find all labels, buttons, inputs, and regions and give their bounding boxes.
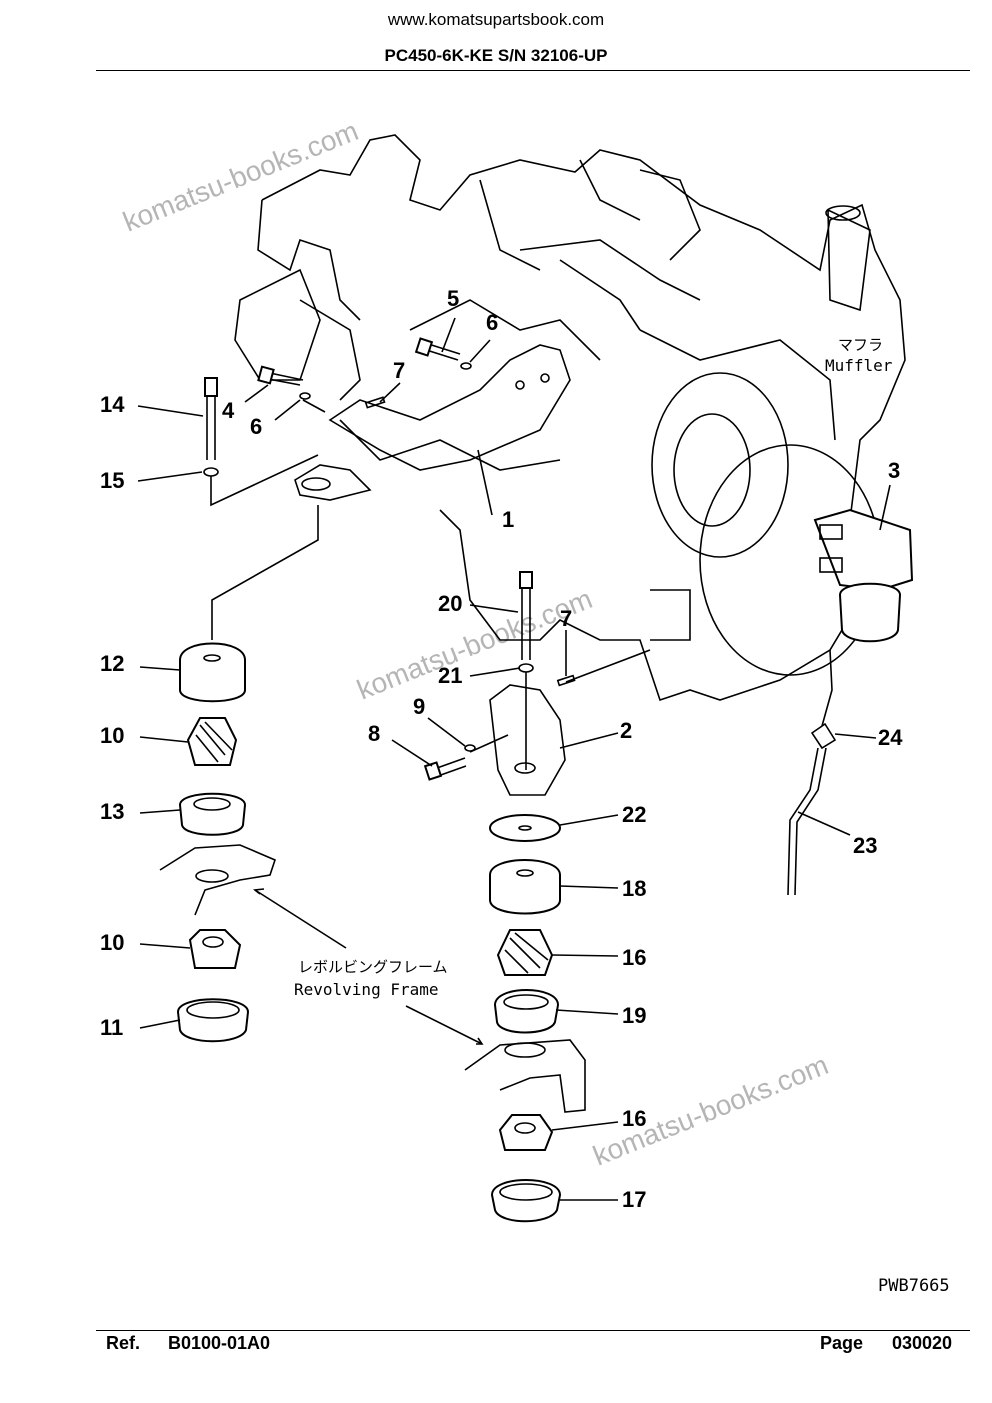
callout-12: 12 <box>100 651 124 676</box>
muffler-label-jp: マフラ <box>838 336 883 354</box>
callout-20: 20 <box>438 591 462 616</box>
callout-6: 6 <box>250 414 262 439</box>
fasteners <box>203 337 576 781</box>
model-title: PC450-6K-KE S/N 32106-UP <box>384 46 608 65</box>
leader-lines <box>137 317 891 1201</box>
left-mount-stack <box>159 642 276 1043</box>
callout-3: 3 <box>888 458 900 483</box>
ref-value: B0100-01A0 <box>168 1333 271 1353</box>
callout-14: 14 <box>100 392 125 417</box>
rear-bracket <box>489 684 566 796</box>
callout-17: 17 <box>622 1187 646 1212</box>
site-url: www.komatsupartsbook.com <box>387 10 605 29</box>
callout-13: 13 <box>100 799 124 824</box>
callout-4: 4 <box>222 398 235 423</box>
footer-divider <box>96 1330 970 1331</box>
frame-label-jp: レボルビングフレーム <box>298 958 448 976</box>
callout-10: 10 <box>100 930 124 955</box>
callout-22: 22 <box>622 802 646 827</box>
callout-7: 7 <box>393 358 405 383</box>
ref-label: Ref. <box>106 1333 141 1353</box>
page-value: 030020 <box>892 1333 953 1353</box>
right-mount-stack <box>464 814 586 1223</box>
callout-16: 16 <box>622 1106 646 1131</box>
watermark: komatsu-books.com <box>353 583 597 706</box>
header-divider <box>96 70 970 71</box>
callout-10: 10 <box>100 723 124 748</box>
part-labels: マフラ Muffler レボルビングフレーム Revolving Frame P… <box>294 336 950 1296</box>
watermark: komatsu-books.com <box>119 115 363 238</box>
rear-mount-and-tube <box>787 508 914 896</box>
callout-19: 19 <box>622 1003 646 1028</box>
callout-7: 7 <box>560 606 572 631</box>
callout-6: 6 <box>486 310 498 335</box>
assembly-lines <box>210 399 833 770</box>
page-label: Page <box>820 1333 864 1353</box>
drawing-code: PWB7665 <box>878 1276 950 1296</box>
frame-label-en: Revolving Frame <box>294 980 439 999</box>
callout-11: 11 <box>100 1015 123 1040</box>
callout-5: 5 <box>447 286 459 311</box>
callout-18: 18 <box>622 876 646 901</box>
callout-2: 2 <box>620 718 632 743</box>
muffler-label-en: Muffler <box>825 356 893 375</box>
callout-23: 23 <box>853 833 877 858</box>
callout-16: 16 <box>622 945 646 970</box>
front-bracket <box>294 344 571 501</box>
callout-9: 9 <box>413 694 425 719</box>
callout-1: 1 <box>502 507 514 532</box>
callout-8: 8 <box>368 721 380 746</box>
callout-numbers: 1 2 3 4 5 6 6 7 7 8 9 10 10 11 12 13 14 … <box>100 286 903 1212</box>
callout-21: 21 <box>438 663 462 688</box>
callout-15: 15 <box>100 468 124 493</box>
callout-24: 24 <box>878 725 903 750</box>
